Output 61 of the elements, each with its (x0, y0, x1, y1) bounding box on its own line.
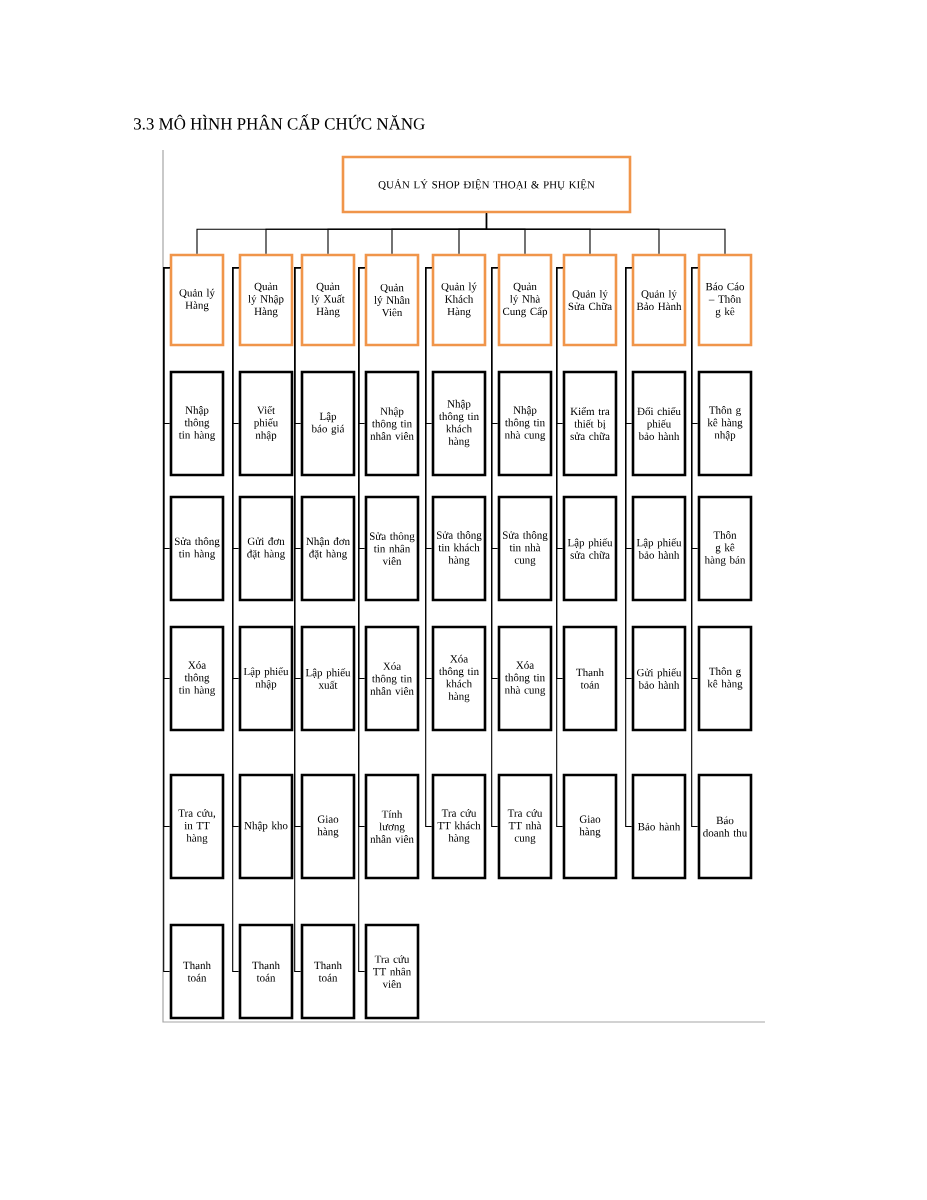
function-box: Nhập kho (238, 773, 294, 880)
module-box: Quản lý Nhập Hàng (238, 253, 294, 347)
function-box: Nhập thông tin khách hàng (431, 370, 487, 477)
connector-line (491, 267, 499, 828)
function-box: Thôn g kê hàng (697, 625, 753, 732)
function-box: Báo doanh thu (697, 773, 753, 880)
function-box: Giao hàng (562, 773, 618, 880)
connector-line (485, 212, 726, 255)
system-box: QUẢN LÝ SHOP ĐIỆN THOẠI & PHỤ KIỆN (341, 155, 632, 214)
module-box: Quản lý Bảo Hành (631, 253, 687, 347)
function-box: Lập phiếu sửa chữa (562, 495, 618, 602)
function-box: Thôn g kê hàng bán (697, 495, 753, 602)
function-box: Viết phiếu nhập (238, 370, 294, 477)
connector-line (294, 267, 302, 973)
connector-line (163, 267, 171, 973)
module-box: Quản lý Sửa Chữa (562, 253, 618, 347)
function-box: Xóa thông tin khách hàng (431, 625, 487, 732)
connector-line (232, 267, 240, 973)
connector-line (425, 267, 433, 828)
connector-line (556, 267, 564, 828)
module-box: Báo Cáo – Thôn g kê (697, 253, 753, 347)
function-box: Đối chiếu phiếu bảo hành (631, 370, 687, 477)
function-box: Tra cứu TT nhân viên (364, 923, 420, 1020)
function-box: Sửa thông tin nhân viên (364, 495, 420, 602)
function-box: Nhập thông tin hàng (169, 370, 225, 477)
module-box: Quản lý Nhà Cung Cấp (497, 253, 553, 347)
function-box: Gửi đơn đặt hàng (238, 495, 294, 602)
function-box: Xóa thông tin hàng (169, 625, 225, 732)
function-box: Lập phiếu nhập (238, 625, 294, 732)
function-box: Nhập thông tin nhà cung (497, 370, 553, 477)
function-box: Xóa thông tin nhà cung (497, 625, 553, 732)
function-box: Thanh toán (238, 923, 294, 1020)
function-box: Sửa thông tin nhà cung (497, 495, 553, 602)
function-box: Giao hàng (300, 773, 356, 880)
module-box: Quản lý Xuất Hàng (300, 253, 356, 347)
module-box: Quản lý Hàng (169, 253, 225, 347)
function-box: Thanh toán (169, 923, 225, 1020)
function-box: Nhận đơn đặt hàng (300, 495, 356, 602)
function-box: Thôn g kê hàng nhập (697, 370, 753, 477)
module-box: Quản lý Nhân Viên (364, 253, 420, 347)
module-box: Quản lý Khách Hàng (431, 253, 487, 347)
function-box: Tính lương nhân viên (364, 773, 420, 880)
connector-line (625, 267, 633, 828)
function-box: Tra cứu, in TT hàng (169, 773, 225, 880)
function-box: Xóa thông tin nhân viên (364, 625, 420, 732)
function-box: Sửa thông tin khách hàng (431, 495, 487, 602)
connector-line (358, 267, 366, 973)
connector-line (691, 267, 699, 828)
function-box: Gửi phiếu bảo hành (631, 625, 687, 732)
function-box: Sửa thông tin hàng (169, 495, 225, 602)
heading: 3.3 MÔ HÌNH PHÂN CẤP CHỨC NĂNG (134, 114, 425, 130)
function-box: Bảo hành (631, 773, 687, 880)
function-box: Thanh toán (300, 923, 356, 1020)
function-box: Tra cứu TT khách hàng (431, 773, 487, 880)
function-box: Nhập thông tin nhân viên (364, 370, 420, 477)
function-box: Lập phiếu xuất (300, 625, 356, 732)
function-box: Thanh toán (562, 625, 618, 732)
function-box: Kiểm tra thiết bị sửa chữa (562, 370, 618, 477)
function-box: Lập phiếu bảo hành (631, 495, 687, 602)
function-box: Tra cứu TT nhà cung (497, 773, 553, 880)
function-box: Lập báo giá (300, 370, 356, 477)
